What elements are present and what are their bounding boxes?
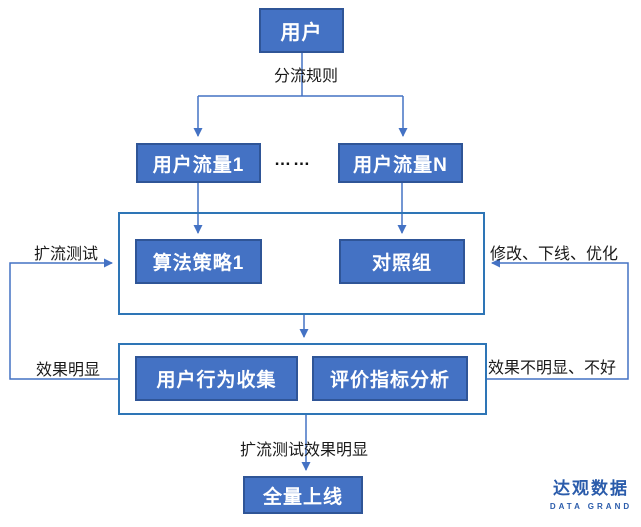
label-modify-offline-optimize: 修改、下线、优化 — [490, 246, 619, 263]
node-behavior-collection: 用户行为收集 — [135, 356, 298, 401]
label-effect-not-obvious: 效果不明显、不好 — [488, 360, 617, 377]
node-metric-analysis: 评价指标分析 — [312, 356, 468, 401]
ellipsis-dots: …… — [274, 150, 312, 169]
node-full-launch: 全量上线 — [243, 476, 363, 514]
node-traffic-1: 用户流量1 — [136, 143, 261, 183]
node-user: 用户 — [259, 8, 344, 53]
node-traffic-n: 用户流量N — [338, 143, 463, 183]
datagrand-logo: 达观数据 DATA GRAND — [546, 474, 636, 511]
label-effect-obvious: 效果明显 — [35, 362, 100, 379]
node-algorithm-strategy-1: 算法策略1 — [135, 239, 262, 284]
logo-text-en: DATA GRAND — [549, 502, 633, 511]
label-split-rule: 分流规则 — [273, 68, 338, 85]
label-expand-test-effect-obvious: 扩流测试效果明显 — [239, 442, 368, 459]
container-test-strategies — [118, 212, 485, 315]
logo-text-cn: 达观数据 — [553, 479, 629, 498]
container-evaluation — [118, 343, 487, 415]
node-control-group: 对照组 — [339, 239, 465, 284]
label-expand-test: 扩流测试 — [33, 246, 98, 263]
